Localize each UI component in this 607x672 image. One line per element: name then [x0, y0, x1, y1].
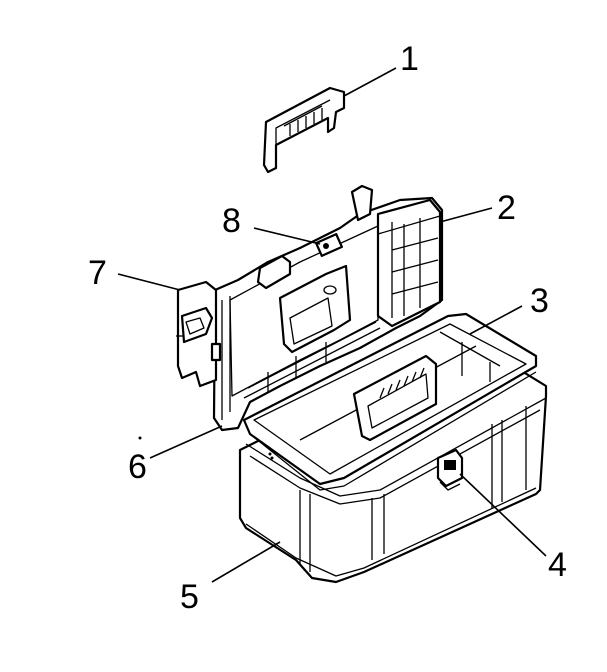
callout-6: 6 [128, 448, 147, 486]
callout-labels: 1 2 3 4 5 6 7 8 [88, 40, 567, 616]
callout-3: 3 [530, 282, 549, 320]
callout-8: 8 [222, 202, 241, 240]
callout-5: 5 [180, 578, 199, 616]
lid-assembly [176, 184, 444, 432]
callout-7: 7 [88, 254, 107, 292]
callout-4: 4 [548, 546, 567, 584]
handle-part [262, 86, 346, 174]
callout-2: 2 [497, 189, 516, 227]
front-latch-part [436, 448, 464, 491]
tray-part [242, 312, 538, 491]
callout-leaders [117, 67, 547, 583]
callout-1: 1 [400, 40, 419, 78]
